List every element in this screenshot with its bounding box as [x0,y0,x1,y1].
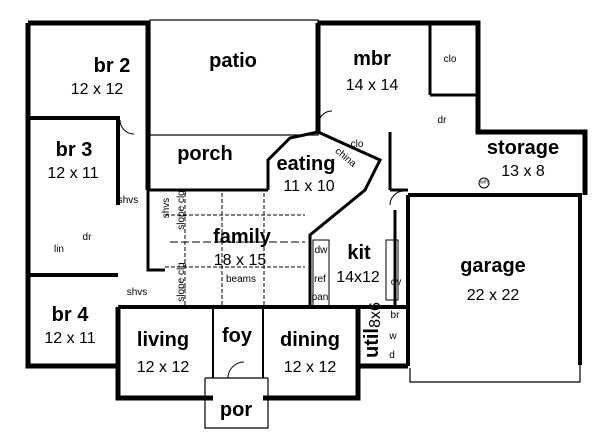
wall-eating [266,130,383,307]
fixture-lin: lin [53,244,65,255]
wall-left [25,23,118,369]
room-size-garage: 22 x 22 [466,287,520,304]
door-front [227,361,245,379]
room-size-kit: 14x12 [336,269,380,286]
fixture-clo-eating: clo [350,139,364,150]
fixture-wh: w/h [480,179,488,186]
door-garage [389,190,405,206]
room-name-util: util [361,328,383,358]
fixture-ov: ov [390,277,402,288]
room-size-storage: 13 x 8 [501,163,545,180]
room-size-dining: 12 x 12 [283,359,337,376]
wall-living [115,307,213,401]
fixture-slope-clg-bottom: slope clg [176,262,187,302]
fixture-clo-mbr: clo [443,54,457,65]
room-name-dining: dining [280,329,340,351]
fixture-shvs-bottom: shvs [126,287,148,298]
fixture-beams: beams [225,274,257,285]
garage-apron [409,365,581,383]
fixture-d: d [389,350,395,361]
wall-dining [263,307,361,401]
room-name-eating: eating [276,153,336,175]
room-name-porch: porch [177,143,233,165]
room-name-br2: br 2 [93,55,131,77]
fixture-slope-clg-top: slope clg [176,190,187,230]
kit-counter [312,239,330,307]
fixture-dr-bath: dr [82,232,92,243]
room-name-living: living [136,329,190,351]
room-name-storage: storage [486,137,560,159]
room-size-mbr: 14 x 14 [345,77,399,94]
water-heater [478,177,490,189]
room-name-por: por [219,399,253,421]
room-size-br4: 12 x 11 [44,330,96,347]
fixture-dw: dw [314,245,328,256]
room-size-util: 8x6 [367,302,384,328]
wall-hall [146,190,165,272]
fixture-w: w [389,331,397,342]
room-name-garage: garage [460,255,526,277]
room-name-br3: br 3 [55,139,93,161]
range [385,239,399,301]
wall-br3 [28,116,120,205]
room-name-family: family [213,226,271,248]
patio-outline [149,19,319,136]
wall-garage [406,193,582,366]
porch-front [204,377,269,429]
door-mbr [317,110,333,126]
room-name-foy: foy [222,325,252,347]
wall-mbr [318,20,588,195]
wall-foyer [212,307,264,378]
fixture-shvs-vert: shvs [161,197,172,219]
room-name-br4: br 4 [51,304,89,326]
fixture-ref: ref [314,274,326,285]
fixture-pan: pan [311,292,329,303]
room-name-kit: kit [347,242,371,264]
wall-br2 [28,20,151,190]
fixture-dr-mbr: dr [437,115,447,126]
family-beams [165,193,305,305]
fixture-shvs-top: shvs [117,195,139,206]
room-size-eating: 11 x 10 [283,178,335,195]
room-size-living: 12 x 12 [136,359,190,376]
room-size-family: 18 x 15 [213,252,267,269]
door-br2 [119,119,135,135]
wall-bath [388,23,476,192]
room-name-patio: patio [209,50,257,72]
room-size-br2: 12 x 12 [70,81,124,98]
room-name-mbr: mbr [353,48,391,70]
room-size-br3: 12 x 11 [47,165,99,182]
fixture-br: br [390,310,400,321]
